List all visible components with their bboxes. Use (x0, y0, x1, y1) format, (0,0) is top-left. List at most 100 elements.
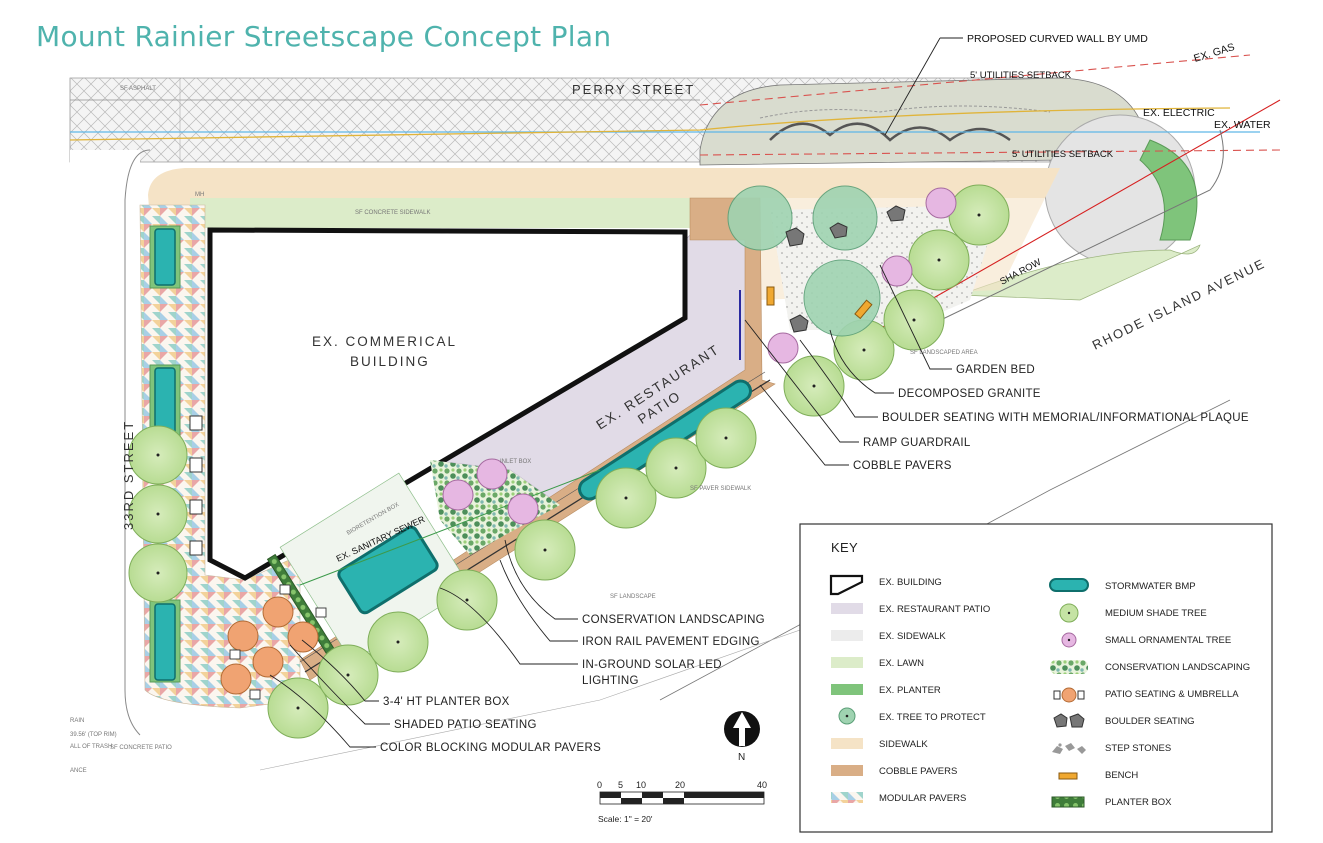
key-left-2: EX. SIDEWALK (879, 631, 946, 642)
legend-building-icon (829, 574, 864, 596)
key-right-7: BENCH (1105, 770, 1138, 781)
scale-bar (599, 791, 765, 805)
key-title: KEY (831, 540, 858, 555)
callout-garden-bed: GARDEN BED (956, 364, 1035, 376)
key-right-3: CONSERVATION LANDSCAPING (1105, 662, 1250, 673)
legend-cobble-icon (831, 765, 863, 776)
legend-sidewalk-icon (831, 630, 863, 641)
key-right-2: SMALL ORNAMENTAL TREE (1105, 635, 1231, 646)
stormwater-west-1 (154, 228, 176, 286)
asphalt-label: SF ASPHALT (120, 86, 156, 92)
scale-tick-0: 0 (597, 780, 602, 790)
curved-wall-label: PROPOSED CURVED WALL BY UMD (967, 33, 1148, 45)
key-right-0: STORMWATER BMP (1105, 581, 1196, 592)
legend-patio-icon (831, 603, 863, 614)
key-left-4: EX. PLANTER (879, 685, 941, 696)
ornamental-trees (442, 187, 957, 525)
ance-label: ANCE (70, 768, 87, 774)
patio-umbrellas (220, 596, 319, 695)
callout-boulder-seating: BOULDER SEATING WITH MEMORIAL/INFORMATIO… (882, 412, 1249, 424)
callout-cobble-pavers: COBBLE PAVERS (853, 460, 952, 472)
mh-label: MH (195, 192, 204, 198)
scale-caption: Scale: 1" = 20' (598, 814, 653, 824)
electric-line (69, 107, 1231, 141)
stormwater-west-3 (154, 603, 176, 681)
north-arrow-icon (724, 711, 760, 747)
legend-planter-icon (831, 684, 863, 695)
callout-conservation: CONSERVATION LANDSCAPING (582, 614, 765, 626)
callout-solar-led-1: IN-GROUND SOLAR LED (582, 659, 722, 671)
key-right-5: BOULDER SEATING (1105, 716, 1195, 727)
fall-label: ALL OF TRASH (70, 744, 112, 750)
legend-sidewalk-new-icon (831, 738, 863, 749)
tree-to-protect (812, 185, 878, 251)
building-label-1: EX. COMMERICAL (312, 334, 457, 349)
perry-street-label: PERRY STREET (572, 82, 695, 97)
bench (766, 286, 775, 306)
key-right-4: PATIO SEATING & UMBRELLA (1105, 689, 1239, 700)
ornamental-tree (442, 479, 474, 511)
existing-building (207, 227, 688, 581)
inlet-box-label: INLET BOX (500, 459, 531, 465)
concrete-patio-label: SF CONCRETE PATIO (110, 745, 172, 751)
tree-to-protect (727, 185, 793, 251)
tree-centers (156, 213, 981, 710)
key-left-5: EX. TREE TO PROTECT (879, 712, 986, 723)
ornamental-tree (881, 255, 913, 287)
legend-conservation-icon (1050, 660, 1088, 674)
callouts-bottom: CONSERVATION LANDSCAPING IRON RAIL PAVEM… (269, 539, 765, 754)
north-label: N (738, 752, 746, 763)
key-right-1: MEDIUM SHADE TREE (1105, 608, 1207, 619)
scale-tick-5: 5 (618, 780, 623, 790)
water-label: EX. WATER (1214, 119, 1271, 131)
key-left-7: COBBLE PAVERS (879, 766, 957, 777)
third-street-label: 33RD STREET (121, 420, 136, 530)
legend-patio-seating-icon (1053, 687, 1085, 703)
landscaped-area-label: SF LANDSCAPED AREA (910, 350, 978, 356)
paver-sidewalk-label: SF PAVER SIDEWALK (690, 486, 751, 492)
callout-iron-rail: IRON RAIL PAVEMENT EDGING (582, 636, 760, 648)
setback-top-label: 5' UTILITIES SETBACK (970, 70, 1072, 81)
ornamental-tree (507, 493, 539, 525)
landscape-label: SF LANDSCAPE (610, 594, 656, 600)
east-lawn (959, 244, 1201, 301)
gas-line (699, 54, 1251, 106)
callout-color-blocking: COLOR BLOCKING MODULAR PAVERS (380, 742, 601, 754)
legend-bench-icon (1058, 772, 1078, 780)
legend-modular-icon (831, 792, 863, 803)
key-left-6: SIDEWALK (879, 739, 928, 750)
west-patio-tables (189, 415, 203, 556)
ornamental-tree (925, 187, 957, 219)
key-left-1: EX. RESTAURANT PATIO (879, 604, 990, 615)
key-left-3: EX. LAWN (879, 658, 924, 669)
scale-tick-20: 20 (675, 780, 685, 790)
key-left-0: EX. BUILDING (879, 577, 942, 588)
callouts-right: GARDEN BED DECOMPOSED GRANITE BOULDER SE… (744, 264, 1249, 472)
scale-tick-40: 40 (757, 780, 767, 790)
electric-label: EX. ELECTRIC (1143, 107, 1215, 119)
callout-shaded-patio: SHADED PATIO SEATING (394, 719, 537, 731)
bench (854, 299, 873, 320)
north-lawn-strip (190, 198, 690, 228)
scale-tick-10: 10 (636, 780, 646, 790)
key-right-8: PLANTER BOX (1105, 797, 1172, 808)
legend-boulder-icon (1053, 713, 1085, 728)
stormwater-bmp-box (337, 525, 439, 615)
legend-planter-box-icon (1051, 796, 1085, 808)
callout-planter-box: 3-4' HT PLANTER BOX (383, 696, 510, 708)
legend-bmp-icon (1049, 578, 1089, 592)
sidewalk (148, 168, 1060, 220)
setback-bottom-label: 5' UTILITIES SETBACK (1012, 149, 1114, 160)
key-left-8: MODULAR PAVERS (879, 793, 966, 804)
callout-solar-led-2: LIGHTING (582, 675, 639, 687)
legend-step-stones-icon (1052, 743, 1086, 754)
callout-ramp-guardrail: RAMP GUARDRAIL (863, 437, 971, 449)
sanitary-line (299, 469, 601, 586)
callout-decomposed-granite: DECOMPOSED GRANITE (898, 388, 1041, 400)
grain-label: RAIN (70, 718, 84, 724)
ornamental-tree (476, 458, 508, 490)
key-legend: KEY EX. BUILDING EX. RESTAURANT PATIO EX… (799, 523, 1273, 833)
third-street-surface (70, 150, 140, 730)
boulder-seating (785, 205, 906, 333)
